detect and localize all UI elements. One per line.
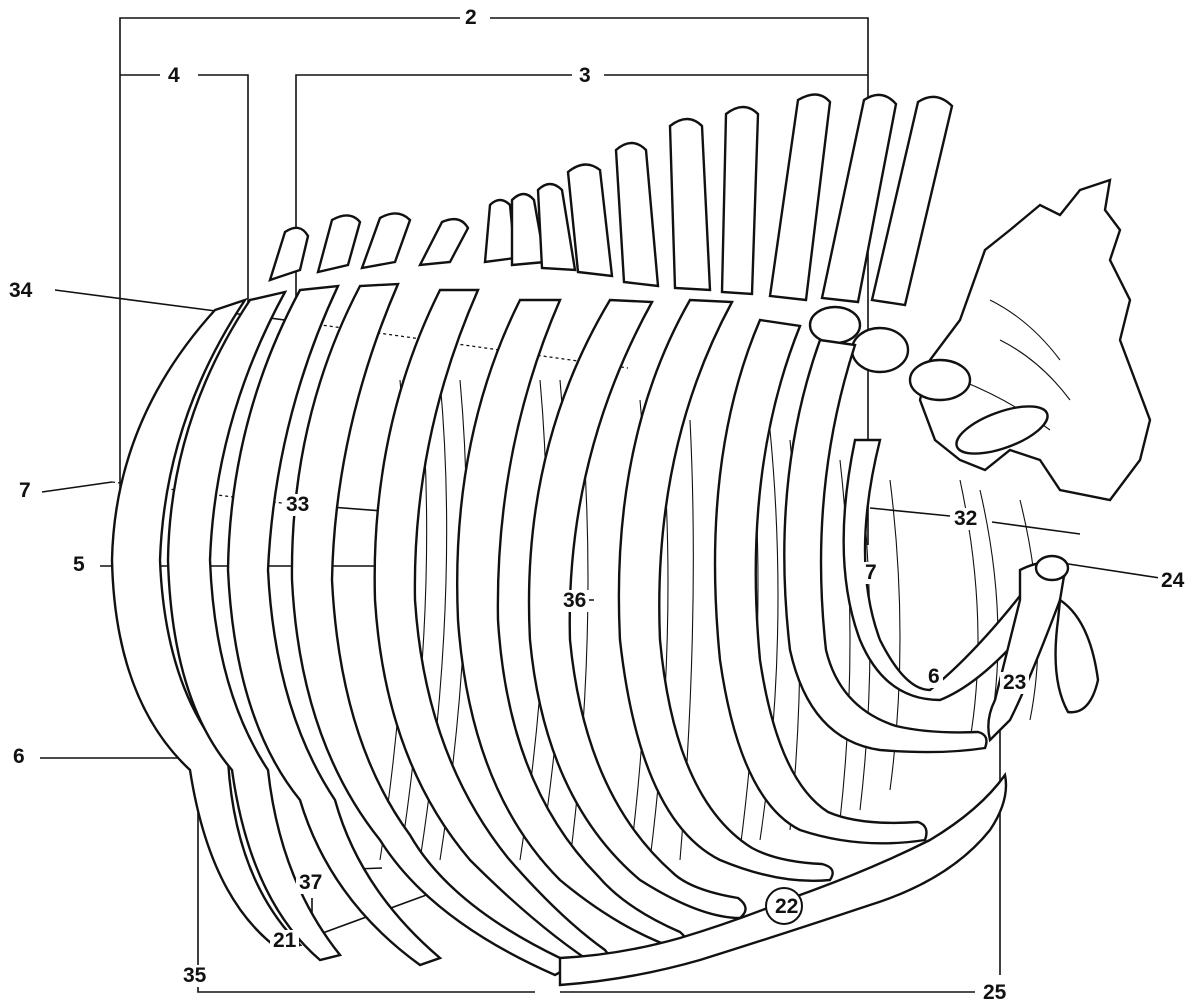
label-3: 3 [576,65,594,87]
label-34: 34 [6,280,35,302]
spinous-processes [270,94,952,305]
label-25: 25 [980,982,1009,1004]
label-4: 4 [165,65,183,87]
label-2: 2 [462,7,480,29]
label-22: 22 [772,896,801,918]
label-32: 32 [951,508,980,530]
label-33: 33 [283,494,312,516]
label-24: 24 [1158,570,1187,592]
label-21: 21 [270,930,299,952]
label-7-right: 7 [862,562,880,584]
label-35: 35 [180,965,209,987]
label-6-left: 6 [10,746,28,768]
label-7-left: 7 [16,480,34,502]
label-23: 23 [1000,672,1029,694]
label-6-right: 6 [925,666,943,688]
label-37: 37 [296,872,325,894]
label-36: 36 [560,590,589,612]
label-5: 5 [70,554,88,576]
